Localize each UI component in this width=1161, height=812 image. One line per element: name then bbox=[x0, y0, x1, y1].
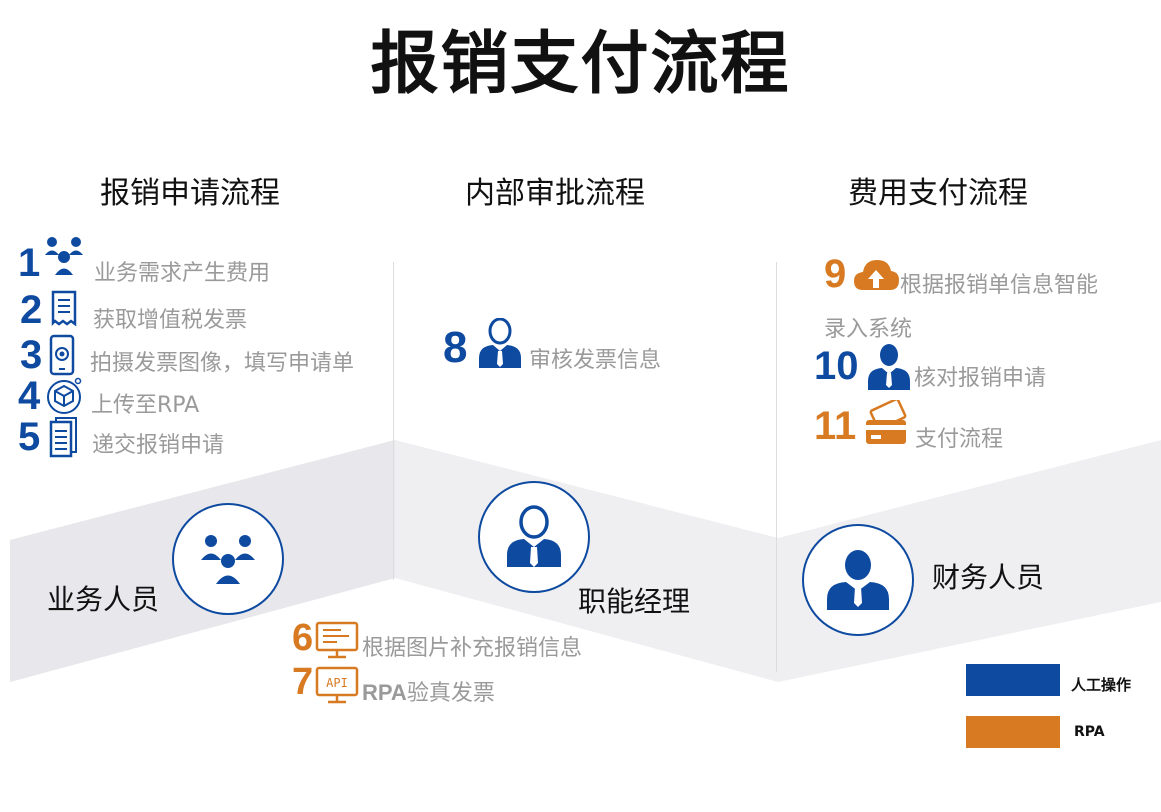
section-title-pay: 费用支付流程 bbox=[848, 176, 1028, 211]
step-3-number: 3 bbox=[20, 333, 43, 377]
step-2-number: 2 bbox=[20, 288, 43, 332]
step-11-number: 11 bbox=[814, 404, 857, 448]
role-finance-circle bbox=[802, 524, 914, 636]
svg-text:API: API bbox=[326, 676, 348, 690]
step-10-text: 核对报销申请 bbox=[914, 366, 1047, 391]
person-tie-icon bbox=[507, 505, 561, 567]
step-1-number: 1 bbox=[18, 241, 41, 285]
step-8-number: 8 bbox=[443, 323, 468, 372]
legend-rpa-label: RPA bbox=[1074, 724, 1105, 740]
divider-right bbox=[776, 262, 777, 672]
step-7-text-main: 验真发票 bbox=[406, 681, 495, 706]
step-4-number: 4 bbox=[18, 374, 41, 418]
receipt-icon bbox=[51, 290, 77, 327]
divider-left bbox=[393, 262, 394, 580]
person-tie-icon bbox=[868, 344, 910, 390]
phone-camera-icon bbox=[49, 334, 75, 376]
document-stack-icon bbox=[49, 417, 77, 458]
cloud-upload-icon bbox=[854, 260, 899, 290]
role-manager-circle bbox=[478, 481, 590, 593]
role-finance-label: 财务人员 bbox=[932, 561, 1045, 594]
section-title-apply: 报销申请流程 bbox=[100, 176, 280, 211]
step-3-text: 拍摄发票图像，填写申请单 bbox=[90, 351, 355, 376]
step-7-number: 7 bbox=[292, 661, 314, 703]
section-title-approve: 内部审批流程 bbox=[465, 176, 645, 211]
legend-manual-swatch bbox=[966, 664, 1060, 696]
step-4-text: 上传至RPA bbox=[91, 393, 200, 418]
step-6-text: 根据图片补充报销信息 bbox=[362, 636, 583, 661]
step-8-text: 审核发票信息 bbox=[529, 348, 662, 373]
api-monitor-icon: API bbox=[315, 666, 359, 704]
page-title: 报销支付流程 bbox=[370, 24, 791, 104]
people-group-icon bbox=[45, 237, 83, 275]
step-7-text-prefix: RPA bbox=[362, 680, 407, 705]
step-1-text: 业务需求产生费用 bbox=[94, 261, 271, 286]
person-tie-icon bbox=[479, 318, 521, 368]
step-9-number: 9 bbox=[824, 252, 847, 296]
role-manager-label: 职能经理 bbox=[578, 585, 691, 618]
step-5-text: 递交报销申请 bbox=[92, 433, 225, 458]
person-tie-icon bbox=[827, 550, 889, 610]
step-9-text-line2: 录入系统 bbox=[824, 317, 913, 342]
credit-card-icon bbox=[866, 400, 907, 444]
step-5-number: 5 bbox=[18, 415, 41, 459]
step-11-text: 支付流程 bbox=[915, 427, 1004, 452]
cube-icon bbox=[47, 377, 82, 414]
people-group-icon bbox=[201, 535, 255, 584]
monitor-code-icon bbox=[315, 621, 359, 659]
step-7-text: RPA验真发票 bbox=[362, 675, 495, 707]
role-business-label: 业务人员 bbox=[47, 583, 160, 616]
step-2-text: 获取增值税发票 bbox=[93, 308, 248, 333]
role-business-circle bbox=[172, 503, 284, 615]
step-9-text-line1: 根据报销单信息智能 bbox=[900, 273, 1099, 298]
legend-rpa-swatch bbox=[966, 716, 1060, 748]
legend-manual-label: 人工操作 bbox=[1071, 676, 1132, 694]
step-10-number: 10 bbox=[814, 344, 859, 388]
step-6-number: 6 bbox=[292, 617, 314, 659]
